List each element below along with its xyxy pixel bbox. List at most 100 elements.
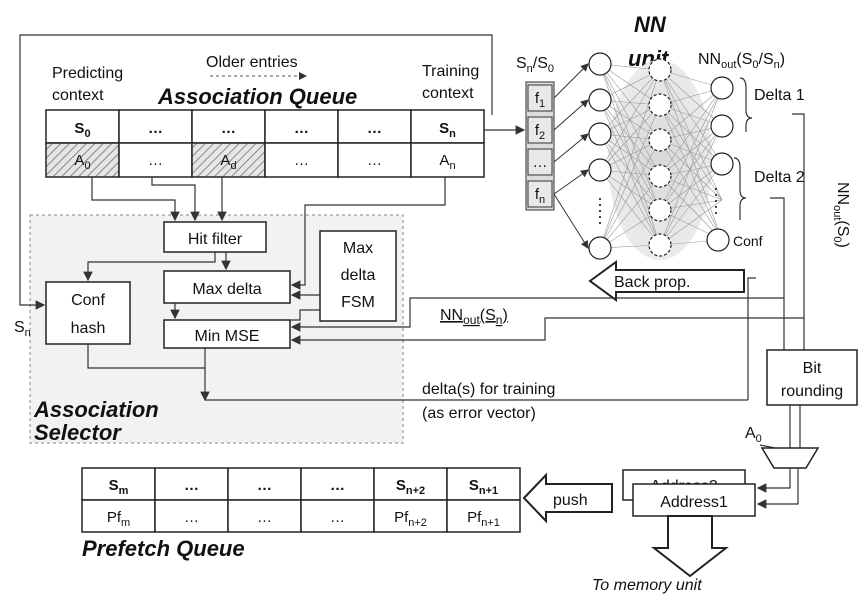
conf-hash-box <box>45 281 131 345</box>
min-mse-box <box>163 319 291 349</box>
address1-label: Address1 <box>660 494 728 511</box>
input-neuron <box>588 236 612 260</box>
pq-bottom-text: Pfm <box>107 509 130 529</box>
feature-cell <box>527 116 553 144</box>
neural-network <box>553 52 734 260</box>
feature-text: f2 <box>535 122 545 142</box>
aq-bottom-text: A0 <box>74 152 90 172</box>
pq-bottom-cell <box>81 499 156 533</box>
sn-label: Sn <box>14 319 31 339</box>
feature-cell <box>527 84 553 112</box>
nnout-side-label: NNout(S0) <box>831 182 851 248</box>
training-label-2: context <box>422 85 474 102</box>
aq-top-text: Sn <box>439 120 456 140</box>
max-delta-box <box>163 270 291 304</box>
aq-bottom-cell <box>410 142 485 178</box>
pq-top-cell <box>81 467 156 501</box>
hidden-neuron <box>648 164 672 188</box>
aq-top-cell <box>118 109 193 144</box>
min-mse-label: Min MSE <box>195 328 260 345</box>
pq-bottom-text: … <box>330 509 345 526</box>
input-neuron <box>588 122 612 146</box>
hit-filter-label: Hit filter <box>188 231 243 248</box>
pq-bottom-text: … <box>257 509 272 526</box>
association-queue-title: Association Queue <box>157 84 357 109</box>
bit-rounding-label-2: rounding <box>781 383 843 400</box>
fsm-label-2: delta <box>341 267 376 284</box>
input-neuron <box>588 88 612 112</box>
output-neuron <box>710 114 734 138</box>
pq-top-cell <box>373 467 448 501</box>
pq-top-cell <box>300 467 375 501</box>
nn-input-label: Sn/S0 <box>516 55 554 75</box>
conf-label: Conf <box>733 233 763 249</box>
output-neuron <box>710 152 734 176</box>
feature-text: f1 <box>535 90 545 110</box>
pq-top-text: … <box>184 477 199 494</box>
max-delta-label: Max delta <box>192 281 261 298</box>
nn-title: NN <box>634 12 667 37</box>
pq-bottom-cell <box>227 499 302 533</box>
feature-text: … <box>533 154 548 171</box>
fsm-label-1: Max <box>343 240 373 257</box>
hit-filter-box <box>163 221 267 253</box>
conf-hash-label-2: hash <box>71 320 106 337</box>
pq-top-text: … <box>330 477 345 494</box>
back-prop-label: Back prop. <box>614 274 690 291</box>
hidden-neuron <box>648 93 672 117</box>
bit-rounding-box <box>766 349 858 406</box>
prefetch-queue-title: Prefetch Queue <box>82 536 245 561</box>
association-selector-title-2: Selector <box>34 420 122 445</box>
pq-top-text: Sn+2 <box>396 477 425 497</box>
output-neuron <box>710 76 734 100</box>
association-selector-title: Association <box>33 397 159 422</box>
feature-column: f1 f2 … fn <box>525 81 555 211</box>
feature-cell <box>527 180 553 208</box>
pq-bottom-text: … <box>184 509 199 526</box>
adder-mux <box>760 447 820 469</box>
error-vector-label: (as error vector) <box>422 405 536 422</box>
aq-top-text: … <box>148 120 163 137</box>
aq-bottom-cell <box>191 142 266 178</box>
pq-bottom-text: Pfn+1 <box>467 509 500 529</box>
feature-text: fn <box>535 186 545 206</box>
hidden-neuron <box>648 198 672 222</box>
pq-bottom-cell <box>154 499 229 533</box>
output-neuron <box>706 228 730 252</box>
input-neuron <box>588 52 612 76</box>
aq-top-text: … <box>221 120 236 137</box>
a0-label: A0 <box>745 425 762 445</box>
delta-training-label: delta(s) for training <box>422 381 555 398</box>
nnout-sn-label: NNout(Sn) <box>440 307 508 327</box>
hidden-neuron <box>648 233 672 257</box>
aq-top-cell <box>410 109 485 144</box>
predicting-label: Predicting <box>52 65 123 82</box>
max-delta-fsm-box <box>319 230 397 322</box>
back-prop-arrow[interactable] <box>588 260 745 302</box>
delta2-brace <box>733 157 747 220</box>
to-memory-arrow <box>651 515 729 578</box>
pq-top-text: Sn+1 <box>469 477 498 497</box>
bit-rounding-label: Bit <box>803 360 822 377</box>
aq-top-text: S0 <box>74 120 90 140</box>
aq-bottom-text: An <box>439 152 455 172</box>
hidden-neuron <box>648 128 672 152</box>
input-neuron <box>588 158 612 182</box>
training-label: Training <box>422 63 479 80</box>
aq-top-text: … <box>367 120 382 137</box>
delta1-label: Delta 1 <box>754 87 805 104</box>
aq-top-text: … <box>294 120 309 137</box>
nn-output-label: NNout(S0/Sn) <box>698 51 785 71</box>
push-arrow[interactable] <box>522 472 613 524</box>
to-memory-label: To memory unit <box>592 577 702 594</box>
aq-top-cell <box>191 109 266 144</box>
hidden-neuron <box>648 58 672 82</box>
aq-bottom-text: … <box>294 152 309 169</box>
aq-bottom-text: … <box>148 152 163 169</box>
predicting-label-2: context <box>52 87 104 104</box>
aq-bottom-text: … <box>367 152 382 169</box>
fsm-label-3: FSM <box>341 294 375 311</box>
